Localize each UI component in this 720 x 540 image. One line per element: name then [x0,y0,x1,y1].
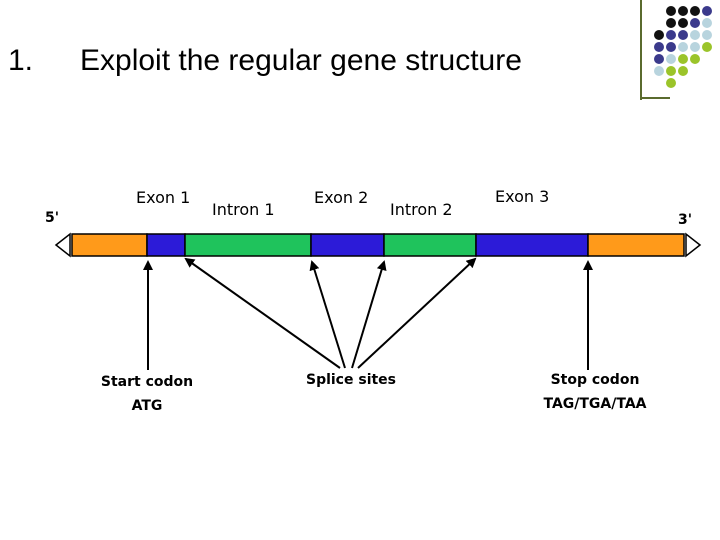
exon-2-segment [310,233,385,257]
decorative-dot [702,18,712,28]
decorative-dot [654,30,664,40]
stop-codon-label: Stop codon TAG/TGA/TAA [527,368,663,416]
decorative-dot [690,54,700,64]
decorative-horizontal-line [640,97,670,99]
intron-1-label: Intron 1 [212,200,275,219]
five-prime-label: 5' [45,210,60,226]
decorative-dot [690,6,700,16]
decorative-dot [702,6,712,16]
decorative-dot [690,30,700,40]
utr-5prime-segment [71,233,148,257]
decorative-dot [690,42,700,52]
three-prime-label: 3' [678,212,693,228]
decorative-dot [654,54,664,64]
exon-2-label: Exon 2 [314,188,369,207]
decorative-dot [666,78,676,88]
decorative-dot [666,66,676,76]
decorative-vertical-line [640,0,642,100]
decorative-dot [666,6,676,16]
decorative-dot [678,54,688,64]
decorative-dot [678,18,688,28]
decorative-dot [666,54,676,64]
decorative-dot [678,42,688,52]
start-codon-title: Start codon [100,374,194,390]
stop-codon-sequences: TAG/TGA/TAA [543,396,647,412]
decorative-dot [678,6,688,16]
decorative-dot [690,18,700,28]
decorative-dot [666,42,676,52]
splice-site-arrow-1 [184,257,341,369]
intron-1-segment [184,233,312,257]
decorative-dot [702,42,712,52]
start-codon-label: Start codon ATG [92,370,202,418]
splice-sites-title: Splice sites [305,372,397,388]
intron-2-label: Intron 2 [390,200,453,219]
slide-title: Exploit the regular gene structure [80,44,522,77]
stop-codon-title: Stop codon [550,372,640,388]
exon-1-label: Exon 1 [136,188,191,207]
decorative-dot [678,30,688,40]
decorative-dot [666,18,676,28]
decorative-dot [654,42,664,52]
decorative-dot [678,66,688,76]
five-prime-arrow [54,232,71,258]
utr-3prime-segment [587,233,685,257]
start-codon-sequence: ATG [131,398,163,414]
decorative-dot [654,66,664,76]
slide-number: 1. [8,44,34,77]
splice-site-arrow-3 [351,260,387,369]
splice-site-arrow-2 [309,260,346,369]
decorative-dot [702,30,712,40]
splice-site-arrow-4 [357,257,477,369]
exon-3-segment [475,233,589,257]
exon-1-segment [146,233,186,257]
decorative-dot [666,30,676,40]
three-prime-arrow [685,232,702,258]
exon-3-label: Exon 3 [495,187,550,206]
intron-2-segment [383,233,477,257]
splice-sites-label: Splice sites [296,368,406,392]
